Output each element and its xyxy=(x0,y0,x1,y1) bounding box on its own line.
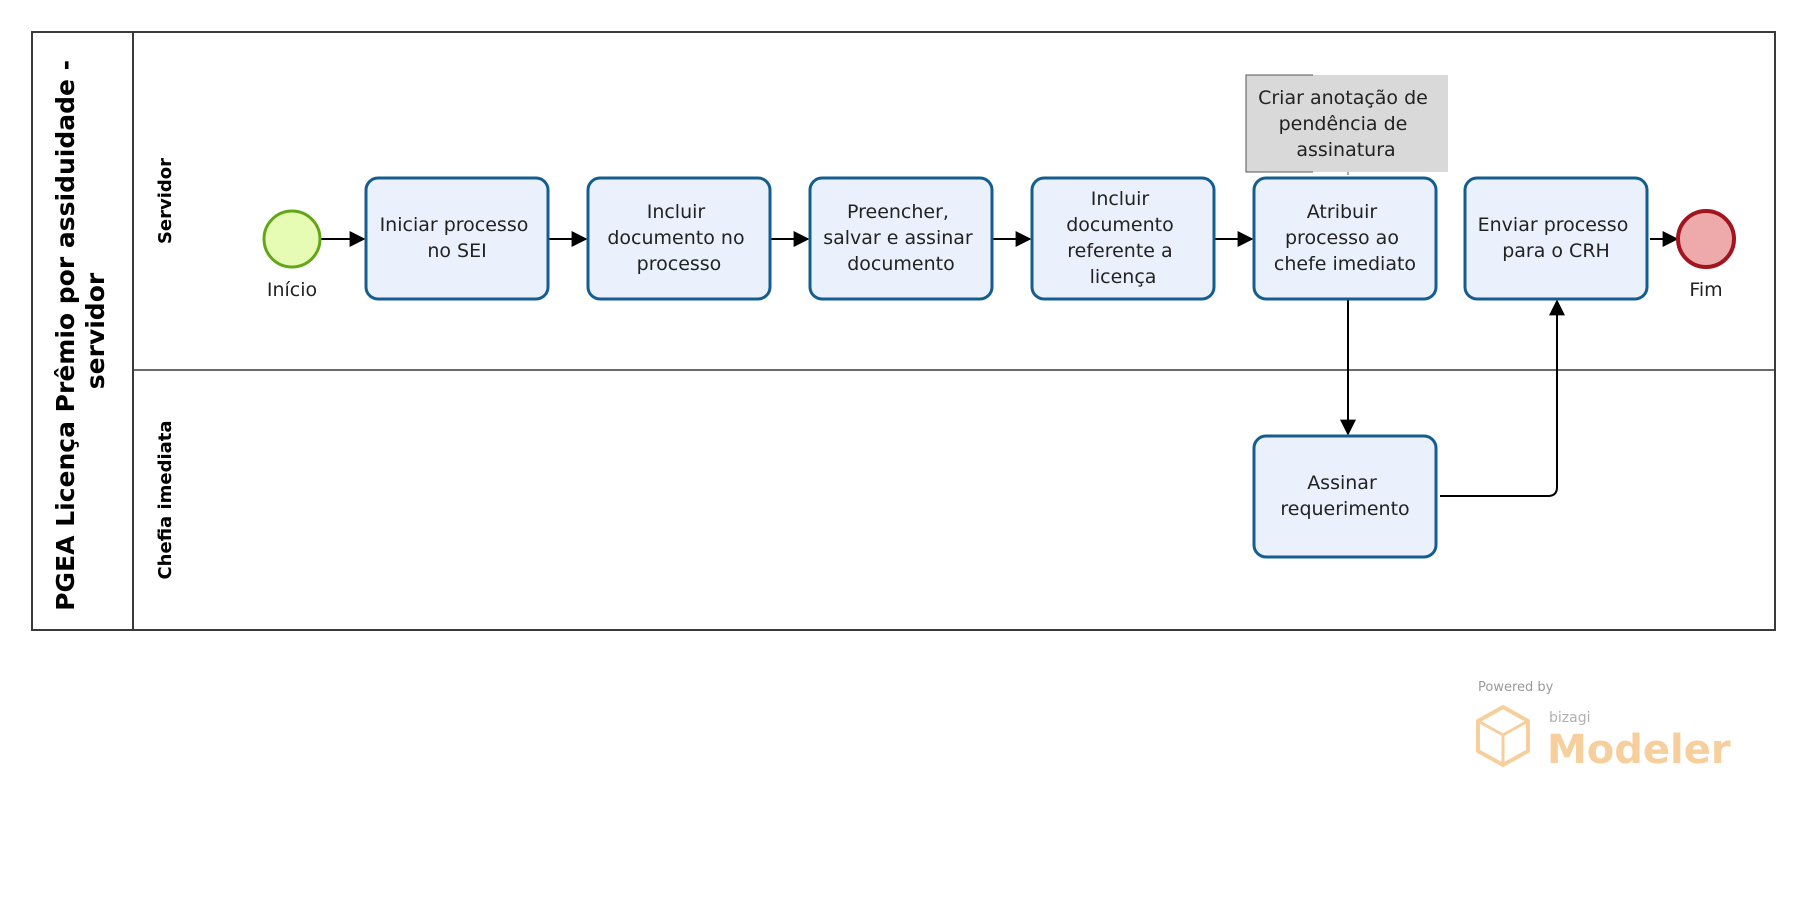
annotation-bracket xyxy=(1245,74,1313,173)
pool-title-line-2: servidor xyxy=(81,272,110,389)
task-incluir-documento-no-processo[interactable]: Incluir documento no processo xyxy=(586,176,772,301)
task-box[interactable] xyxy=(1252,176,1438,301)
pool-title-line-1: PGEA Licença Prêmio por assiduidade - xyxy=(51,60,80,611)
bizagi-watermark: Powered by bizagi Modeler xyxy=(1476,680,1731,773)
sequence-flows xyxy=(321,231,1679,497)
lanes: Servidor Chefia imediata xyxy=(133,158,1775,580)
pool-title: PGEA Licença Prêmio por assiduidade - se… xyxy=(51,51,110,611)
end-event[interactable]: Fim xyxy=(1676,209,1736,301)
annotation-box xyxy=(1246,75,1448,172)
watermark-product: Modeler xyxy=(1547,727,1731,773)
end-event-label: Fim xyxy=(1689,279,1722,301)
task-label-line: documento xyxy=(847,253,955,275)
task-label-line: no SEI xyxy=(427,240,486,262)
watermark-brand: bizagi xyxy=(1549,710,1590,726)
watermark-powered-by: Powered by xyxy=(1478,680,1554,695)
annotation-line: assinatura xyxy=(1296,139,1395,161)
task-box[interactable] xyxy=(1463,176,1649,301)
task-iniciar-processo[interactable]: Iniciar processo no SEI xyxy=(364,176,550,301)
task-preencher-salvar-assinar[interactable]: Preencher, salvar e assinar documento xyxy=(808,176,994,301)
task-box[interactable] xyxy=(586,176,772,301)
task-incluir-documento-licenca[interactable]: Incluir documento referente a licença xyxy=(1030,176,1216,301)
lane-label-chefia-imediata: Chefia imediata xyxy=(155,420,176,579)
task-label-line: Incluir xyxy=(647,201,706,223)
task-label-line: documento no xyxy=(607,227,744,249)
text-annotation[interactable]: Criar anotação de pendência de assinatur… xyxy=(1245,74,1448,178)
task-label-line: processo xyxy=(637,253,722,275)
task-label-line: Incluir xyxy=(1091,188,1150,210)
task-box[interactable] xyxy=(1030,176,1216,301)
task-label-line: documento xyxy=(1066,214,1174,236)
task-label: Atribuir processo ao chefe imediato xyxy=(1274,201,1416,275)
start-event[interactable]: Início xyxy=(262,209,322,301)
task-assinar-requerimento[interactable]: Assinar requerimento xyxy=(1252,434,1438,559)
pool-border xyxy=(31,31,1776,631)
task-label-line: requerimento xyxy=(1280,498,1409,520)
task-label: Iniciar processo no SEI xyxy=(380,214,535,262)
task-label-line: Preencher, xyxy=(847,201,949,223)
task-label-line: Enviar processo xyxy=(1478,214,1629,236)
task-box[interactable] xyxy=(364,176,550,301)
task-box[interactable] xyxy=(1252,434,1438,559)
task-label-line: para o CRH xyxy=(1502,240,1610,262)
task-label-line: Atribuir xyxy=(1307,201,1378,223)
task-label: Assinar requerimento xyxy=(1280,472,1409,520)
task-label-line: Iniciar processo xyxy=(380,214,529,236)
start-event-circle[interactable] xyxy=(262,209,322,269)
task-label-line: referente a xyxy=(1067,240,1172,262)
task-label-line: Assinar xyxy=(1307,472,1377,494)
task-label: Enviar processo para o CRH xyxy=(1478,214,1635,262)
task-label-line: salvar e assinar xyxy=(823,227,973,249)
task-label-line: licença xyxy=(1090,266,1157,288)
task-label-line: chefe imediato xyxy=(1274,253,1416,275)
task-label: Preencher, salvar e assinar documento xyxy=(823,201,979,275)
pool: PGEA Licença Prêmio por assiduidade - se… xyxy=(31,31,1776,631)
task-label: Incluir documento no processo xyxy=(607,201,750,275)
annotation-text: Criar anotação de pendência de assinatur… xyxy=(1258,87,1434,161)
end-event-circle[interactable] xyxy=(1676,209,1736,269)
task-label-line: processo ao xyxy=(1285,227,1399,249)
flow-task-7-to-task-6[interactable] xyxy=(1440,299,1565,497)
task-label: Incluir documento referente a licença xyxy=(1066,188,1180,288)
start-event-label: Início xyxy=(267,279,317,301)
bizagi-cube-icon xyxy=(1476,705,1530,767)
annotation-line: pendência de xyxy=(1279,113,1408,135)
task-atribuir-processo[interactable]: Atribuir processo ao chefe imediato xyxy=(1252,176,1438,301)
annotation-line: Criar anotação de xyxy=(1258,87,1428,109)
task-enviar-processo-crh[interactable]: Enviar processo para o CRH xyxy=(1463,176,1649,301)
task-box[interactable] xyxy=(808,176,994,301)
lane-label-servidor: Servidor xyxy=(155,158,176,244)
